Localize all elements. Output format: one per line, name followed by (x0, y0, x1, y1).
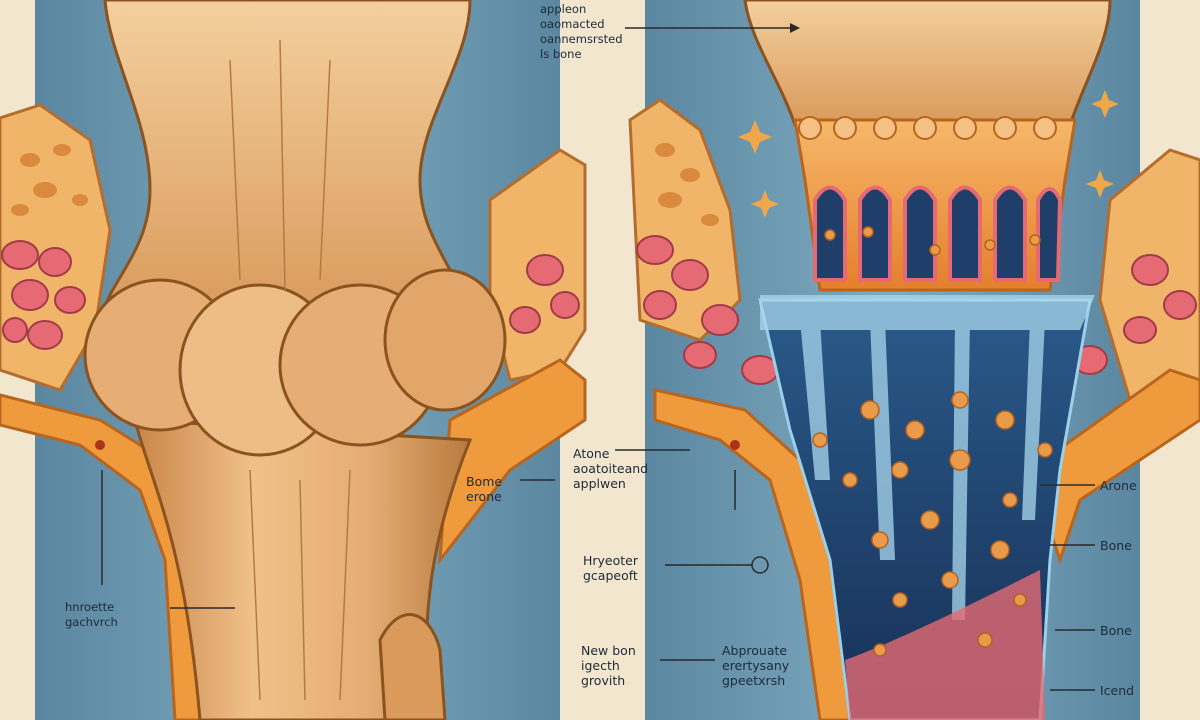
growth-plate-arches (813, 185, 1063, 282)
particle (995, 410, 1015, 430)
top-annotation-label: appleon oaomacted oannemsrsted ls bone (540, 2, 623, 61)
particle (824, 229, 836, 241)
right-bone-upper (743, 0, 1112, 127)
particle (892, 592, 908, 608)
particle (949, 449, 971, 471)
icend-label: Icend (1100, 683, 1135, 698)
left-condyle-4 (383, 268, 507, 412)
right-panel-left-pores (655, 143, 719, 226)
new-bon-label: New bon igecth grovith (581, 643, 636, 688)
right-panel-left-cortex (653, 388, 852, 720)
particle (891, 461, 909, 479)
particle (984, 239, 996, 251)
particle (1037, 442, 1053, 458)
left-spongy-pores (11, 144, 88, 216)
center-divider (560, 0, 645, 720)
growth-plate-cells (798, 116, 1057, 140)
right-panel-left-fragment (628, 98, 742, 342)
left-bone-texture (229, 39, 351, 701)
bone-label-2: Bone (1100, 623, 1132, 638)
atone-label: Atone aoatoiteand applwen (573, 446, 649, 491)
hnroette-label: hnroette gachvrch (65, 600, 118, 629)
particle (920, 510, 940, 530)
particle (812, 432, 828, 448)
bome-erone-label: Bome erone (466, 474, 503, 504)
left-marrow-cells (1, 240, 86, 350)
particle (871, 531, 889, 549)
particle (860, 400, 880, 420)
particle (1029, 234, 1041, 246)
particle (977, 632, 993, 648)
sparkles (738, 90, 1119, 218)
left-cortex-dot (95, 440, 105, 450)
particle (873, 643, 887, 657)
particle (929, 244, 941, 256)
abprouate-label: Abprouate erertysany gpeetxrsh (722, 643, 790, 688)
right-panel-right-cortex (1028, 368, 1200, 565)
particle (862, 226, 874, 238)
particle (1013, 593, 1027, 607)
particle (941, 571, 959, 589)
particle (990, 540, 1010, 560)
left-panel-right-marrow (509, 254, 580, 334)
left-panel-right-cortex (438, 358, 587, 565)
left-lower-bone (378, 613, 447, 720)
hypertion-label: Hryeoter gcapeoft (583, 553, 639, 583)
medulla-particles (812, 226, 1053, 657)
bone-label-1: Bone (1100, 538, 1132, 553)
hypertion-guide-circle (751, 556, 769, 574)
right-cortex-dot (730, 440, 740, 450)
arone-label: Arone (1100, 478, 1137, 493)
particle (905, 420, 925, 440)
particle (842, 472, 858, 488)
new-bone-band (845, 570, 1045, 720)
top-guide-arrow (790, 23, 800, 33)
particle (1002, 492, 1018, 508)
particle (951, 391, 969, 409)
